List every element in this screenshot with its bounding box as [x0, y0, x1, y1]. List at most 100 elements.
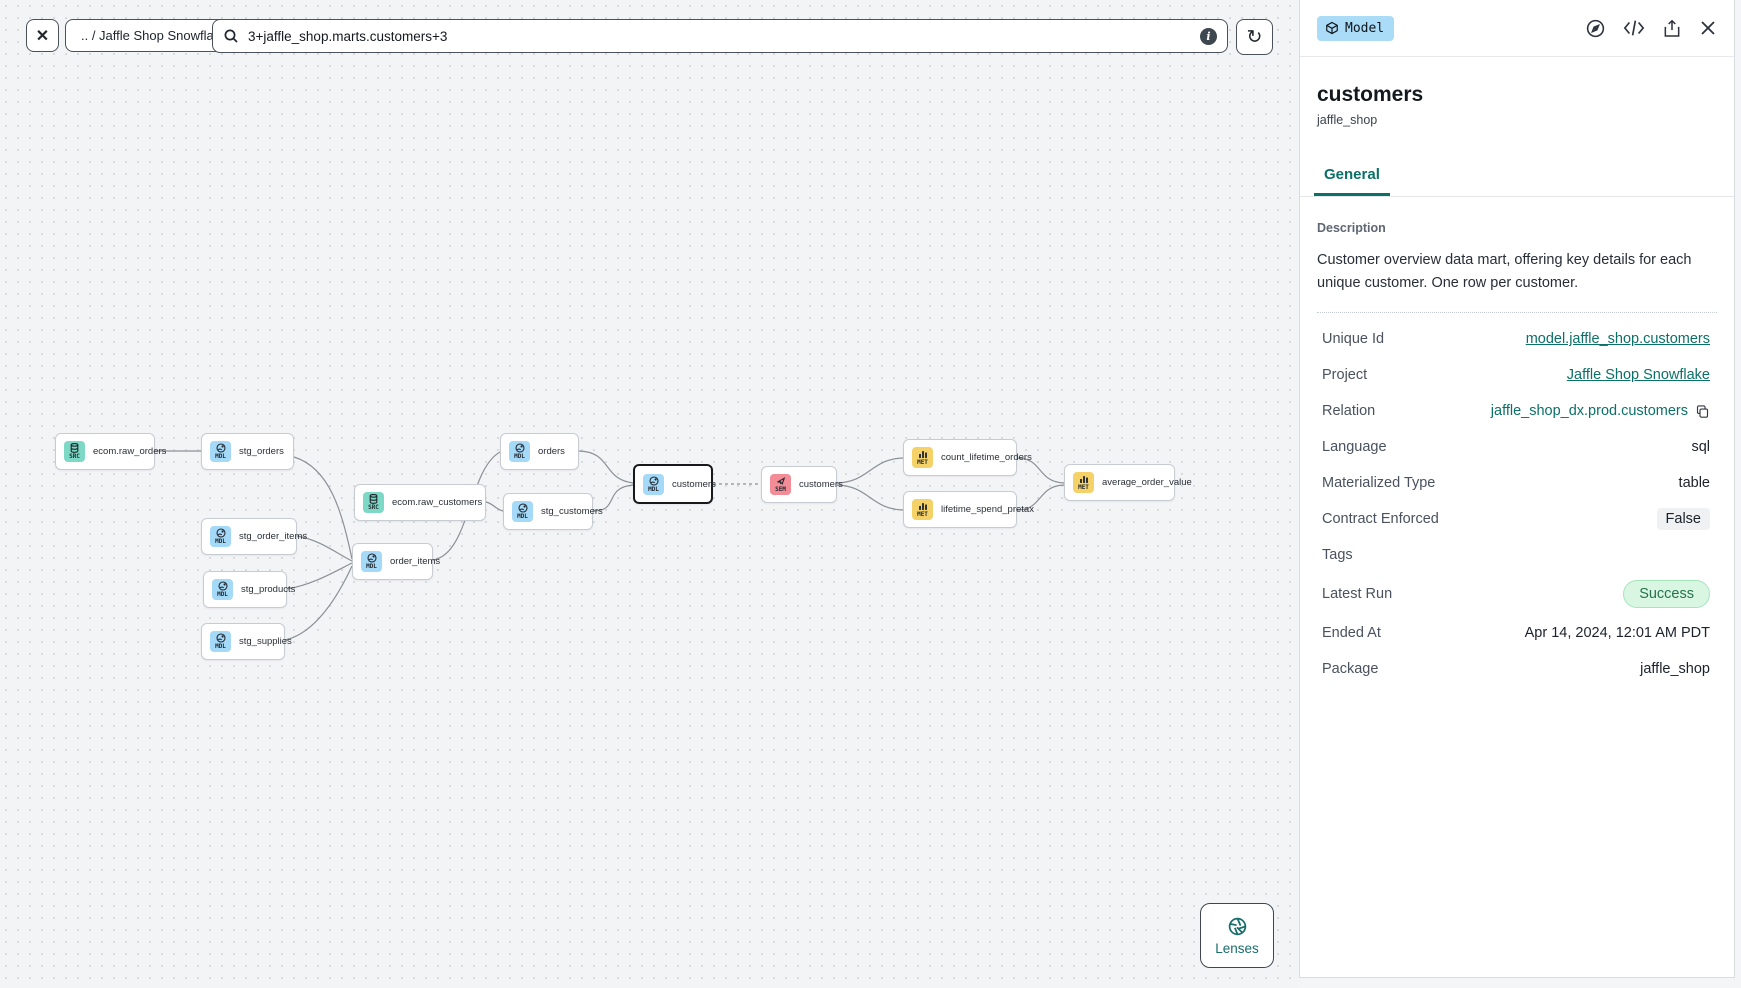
- graph-node-orders[interactable]: MDL orders: [500, 433, 579, 470]
- graph-node-count-lifetime-orders[interactable]: MET count_lifetime_orders: [903, 439, 1032, 476]
- code-icon[interactable]: [1623, 18, 1645, 38]
- node-type-chip: MET: [912, 447, 933, 468]
- search-input[interactable]: [248, 28, 1191, 44]
- lineage-search-bar[interactable]: i: [212, 19, 1228, 53]
- edge: [293, 456, 353, 560]
- edge: [592, 484, 634, 512]
- edge: [578, 450, 634, 484]
- field-label: Package: [1322, 661, 1379, 677]
- field-label: Materialized Type: [1322, 475, 1436, 491]
- field-value: jaffle_shop: [1640, 661, 1710, 677]
- copy-icon[interactable]: [1695, 404, 1710, 419]
- field-value: sql: [1691, 439, 1710, 455]
- divider: [1317, 312, 1717, 313]
- close-icon: ✕: [35, 27, 50, 45]
- edge: [836, 457, 904, 484]
- field-value-link[interactable]: model.jaffle_shop.customers: [1525, 331, 1710, 347]
- refresh-icon: ↻: [1246, 26, 1263, 48]
- node-type-chip: MDL: [509, 441, 530, 462]
- explore-icon[interactable]: [1585, 18, 1606, 39]
- lenses-button[interactable]: Lenses: [1200, 903, 1274, 968]
- graph-node-stg-products[interactable]: MDL stg_products: [203, 571, 295, 608]
- description-section-label: Description: [1317, 221, 1386, 235]
- field-label: Project: [1322, 367, 1368, 383]
- edge: [485, 501, 504, 512]
- metric-icon: [918, 501, 928, 511]
- node-label: ecom.raw_customers: [392, 497, 483, 508]
- model-icon: [215, 443, 226, 453]
- node-type-label: MDL: [366, 563, 377, 570]
- node-label: count_lifetime_orders: [941, 452, 1032, 463]
- share-icon[interactable]: [1662, 18, 1682, 39]
- close-panel-icon[interactable]: [1699, 19, 1717, 37]
- graph-node-average-order-value[interactable]: MET average_order_value: [1064, 464, 1192, 501]
- node-label: stg_order_items: [239, 531, 308, 542]
- field-label: Ended At: [1322, 625, 1381, 641]
- tab-general[interactable]: General: [1314, 157, 1390, 196]
- node-type-chip: MDL: [210, 526, 231, 547]
- node-label: average_order_value: [1102, 477, 1192, 488]
- node-label: stg_products: [241, 584, 296, 595]
- panel-header: Model: [1300, 0, 1734, 57]
- page-title: customers: [1317, 83, 1424, 106]
- field-label: Tags: [1322, 547, 1353, 563]
- latest-run-status-badge[interactable]: Success: [1623, 580, 1710, 608]
- lineage-edges: [155, 450, 1065, 641]
- details-panel: Model: [1299, 0, 1735, 978]
- close-lineage-button[interactable]: ✕: [26, 19, 59, 52]
- field-row-language: Language sql: [1300, 429, 1734, 465]
- field-label: Language: [1322, 439, 1387, 455]
- model-icon: [217, 581, 228, 591]
- node-type-label: MET: [917, 459, 928, 466]
- field-row-tags: Tags: [1300, 537, 1734, 573]
- node-type-chip: MDL: [643, 473, 664, 495]
- model-icon: [366, 553, 377, 563]
- node-type-label: MET: [1078, 484, 1089, 491]
- node-type-label: MDL: [215, 643, 226, 650]
- node-label: orders: [538, 446, 565, 457]
- node-type-chip: MDL: [210, 631, 231, 652]
- node-type-label: SRC: [69, 453, 80, 460]
- resource-type-badge: Model: [1317, 15, 1395, 41]
- node-type-chip: MDL: [212, 579, 233, 600]
- info-icon[interactable]: i: [1200, 27, 1217, 45]
- database-icon: [70, 443, 79, 453]
- node-type-label: MDL: [514, 453, 525, 460]
- model-icon: [215, 528, 226, 538]
- graph-node-ecom-raw-customers[interactable]: SRC ecom.raw_customers: [354, 484, 486, 521]
- semantic-icon: [776, 476, 786, 486]
- cube-icon: [1325, 21, 1339, 35]
- refresh-button[interactable]: ↻: [1236, 19, 1273, 55]
- graph-node-stg-order-items[interactable]: MDL stg_order_items: [201, 518, 307, 555]
- node-type-chip: MDL: [512, 501, 533, 522]
- edge: [1016, 484, 1065, 511]
- node-type-label: SRC: [368, 504, 379, 511]
- node-type-label: MET: [917, 511, 928, 518]
- node-type-label: MDL: [215, 538, 226, 545]
- node-type-label: MDL: [215, 453, 226, 460]
- node-type-chip: MET: [1073, 472, 1094, 493]
- lenses-aperture-icon: [1227, 916, 1248, 937]
- panel-tabs: General: [1300, 157, 1734, 197]
- node-label: customers: [672, 478, 716, 490]
- node-type-label: MDL: [517, 513, 528, 520]
- graph-node-customers[interactable]: MDL customers: [633, 464, 716, 504]
- node-type-chip: MET: [912, 499, 933, 520]
- field-value-link[interactable]: Jaffle Shop Snowflake: [1566, 367, 1710, 383]
- edge: [1016, 457, 1065, 484]
- field-row-package: Package jaffle_shop: [1300, 651, 1734, 687]
- node-type-label: MDL: [648, 485, 659, 493]
